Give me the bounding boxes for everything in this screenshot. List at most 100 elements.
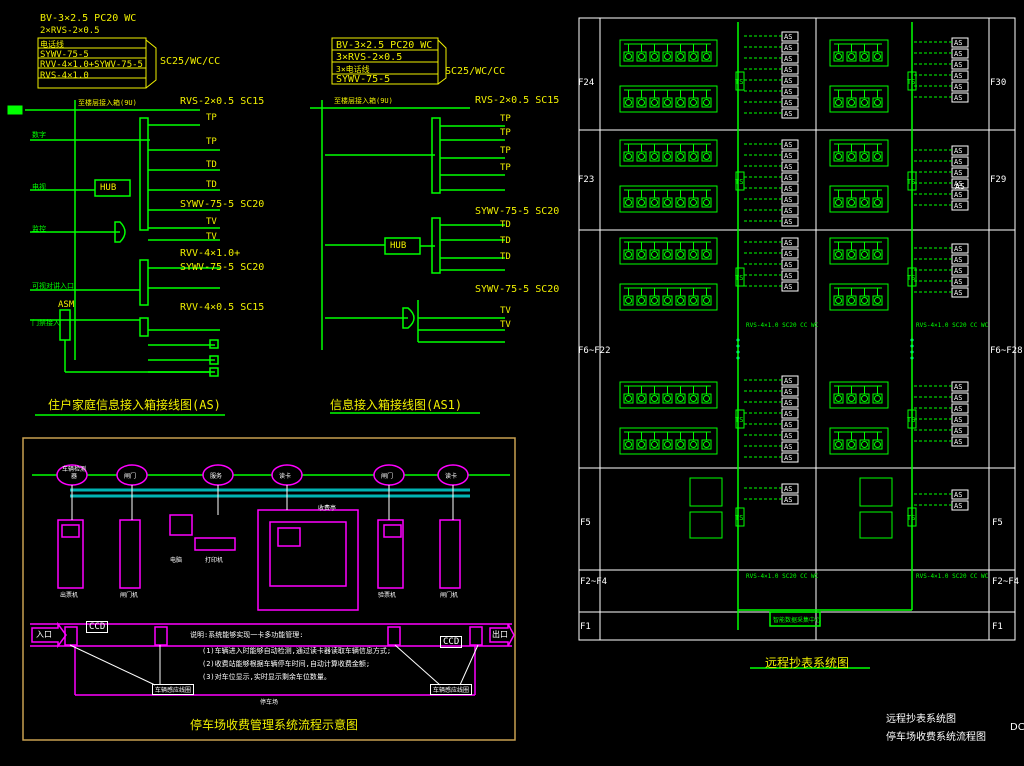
as1-cable-4: SYWV-75-5 — [336, 74, 391, 85]
meter-L3-as-label-6: AS — [784, 443, 792, 451]
meter-L3-ts-label: TS — [735, 416, 743, 424]
meter-R3-as-label-3: AS — [954, 416, 962, 424]
meter-L2-as-label-4: AS — [784, 283, 792, 291]
meter-R2-ts-label: TS — [907, 274, 915, 282]
meter-R3-as-label-1: AS — [954, 394, 962, 402]
meter-R0-row0 — [829, 39, 889, 67]
meter-bus-note-right: RVS-4×1.0 SC20 CC WC — [916, 322, 989, 329]
as1-rc-2: TP — [500, 128, 511, 138]
meter-L3-as-label-4: AS — [784, 421, 792, 429]
as1-rc-9: SYWV-75-5 SC20 — [475, 284, 560, 295]
meter-L2-as-label-2: AS — [784, 261, 792, 269]
as-asm-label: ASM — [58, 300, 75, 310]
floor-right-4: F2~F4 — [992, 577, 1020, 587]
meter-R0-as-label-0: AS — [954, 39, 962, 47]
as-rc-0: RVS-2×0.5 SC15 — [180, 96, 265, 107]
parking-node-2: 服务 — [210, 473, 223, 480]
as-rc-2: TP — [206, 137, 217, 147]
meter-R4-box-a — [859, 477, 893, 507]
meter-L4-as-label-1: AS — [784, 496, 792, 504]
as1-rc-3: TP — [500, 146, 511, 156]
parking-node-1: 闸门 — [124, 473, 137, 480]
as-top-label: 至楼层接入箱(9U) — [78, 99, 137, 107]
as1-rc-8: TD — [500, 252, 511, 262]
floor-right-0: F30 — [990, 78, 1007, 88]
as-rc-1: TP — [206, 113, 217, 123]
meter-R0-as-label-5: AS — [954, 94, 962, 102]
meter-R0-ts-label: TS — [907, 78, 915, 86]
as-cable-3: 电话线 — [40, 40, 64, 49]
meter-L3-as-label-2: AS — [784, 399, 792, 407]
floor-left-4: F2~F4 — [580, 577, 608, 587]
meter-R1-row0 — [829, 139, 889, 167]
meter-R2-as-label-4: AS — [954, 289, 962, 297]
parking-ccd-left: CCD — [86, 621, 109, 633]
parking-ccd-right: CCD — [440, 636, 463, 648]
parking-device-1: 闸门机 — [120, 592, 139, 599]
meter-R1-as-label-0: AS — [954, 147, 962, 155]
as1-rc-6: TD — [500, 220, 511, 230]
meter-L0-as-label-4: AS — [784, 77, 792, 85]
as-rc-5: SYWV-75-5 SC20 — [180, 199, 265, 210]
as-rc-10: RVV-4×0.5 SC15 — [180, 302, 265, 313]
meter-L1-as-label-1: AS — [784, 152, 792, 160]
as1-diagram-title: 信息接入箱接线图(AS1) — [330, 398, 463, 412]
parking-node-0: 车辆检测器 — [62, 466, 87, 480]
parking-exit-label: 出口 — [492, 630, 508, 639]
parking-bottom-label: 停车场 — [260, 699, 279, 706]
meter-L4-box-b — [689, 511, 723, 539]
meter-R2-row1 — [829, 283, 889, 311]
meter-L3-as-label-1: AS — [784, 388, 792, 396]
meter-R1-as-label-3: AS — [954, 180, 962, 188]
as1-hub-label: HUB — [390, 241, 407, 251]
as1-rc-1: TP — [500, 114, 511, 124]
floor-left-3: F5 — [580, 518, 591, 528]
meter-L2-row1 — [619, 283, 718, 311]
meter-L0-as-label-2: AS — [784, 55, 792, 63]
parking-device-6: 闸门机 — [440, 592, 459, 599]
meter-L3-as-label-3: AS — [784, 410, 792, 418]
meter-L3-as-label-0: AS — [784, 377, 792, 385]
meter-L0-row0 — [619, 39, 718, 67]
meter-R4-as-label-0: AS — [954, 491, 962, 499]
meter-L0-as-label-3: AS — [784, 66, 792, 74]
meter-L2-as-label-1: AS — [784, 250, 792, 258]
floor-left-5: F1 — [580, 622, 591, 632]
meter-L0-ts — [735, 71, 745, 91]
parking-note-3: (3)对车位显示,实时显示剩余车位数量。 — [202, 673, 331, 681]
meter-R2-as-label-1: AS — [954, 256, 962, 264]
as-left-label-4: 门禁接入 — [32, 319, 60, 327]
as-cable-6: RVS-4×1.0 — [40, 71, 89, 81]
meter-L0-as-label-1: AS — [784, 44, 792, 52]
meter-L1-as-label-0: AS — [784, 141, 792, 149]
meter-R0-as-label-4: AS — [954, 83, 962, 91]
as1-cable-3: 3×电话线 — [336, 65, 370, 74]
as-cable-4: SYWV-75-5 — [40, 50, 89, 60]
footer-code: DC — [1010, 722, 1024, 733]
meter-R2-as-label-0: AS — [954, 245, 962, 253]
as-rc-3: TD — [206, 160, 217, 170]
parking-title: 停车场收费管理系统流程示意图 — [190, 718, 359, 732]
meter-L1-as-label-4: AS — [784, 185, 792, 193]
as-rc-7: TV — [206, 232, 217, 242]
meter-R3-as-label-2: AS — [954, 405, 962, 413]
as-rc-6: TV — [206, 217, 217, 227]
meter-L0-as-label-5: AS — [784, 88, 792, 96]
meter-L1-as-label-2: AS — [784, 163, 792, 171]
parking-diagram — [22, 437, 516, 741]
meter-title: 远程抄表系统图 — [765, 656, 850, 670]
as-left-label-2: 监控 — [32, 225, 46, 233]
meter-L0-as-label-7: AS — [784, 110, 792, 118]
as-cable-bundle: SC25/WC/CC — [160, 56, 221, 67]
parking-node-5: 读卡 — [445, 473, 458, 480]
meter-L2-row0 — [619, 237, 718, 265]
meter-R3-as-label-0: AS — [954, 383, 962, 391]
meter-L2-ts — [735, 267, 745, 287]
as-wiring-diagram — [7, 37, 225, 416]
floor-right-3: F5 — [992, 518, 1003, 528]
meter-L1-row0 — [619, 139, 718, 167]
meter-as-standalone: AS — [955, 182, 965, 191]
meter-L1-as-label-7: AS — [784, 218, 792, 226]
as-rc-4: TD — [206, 180, 217, 190]
